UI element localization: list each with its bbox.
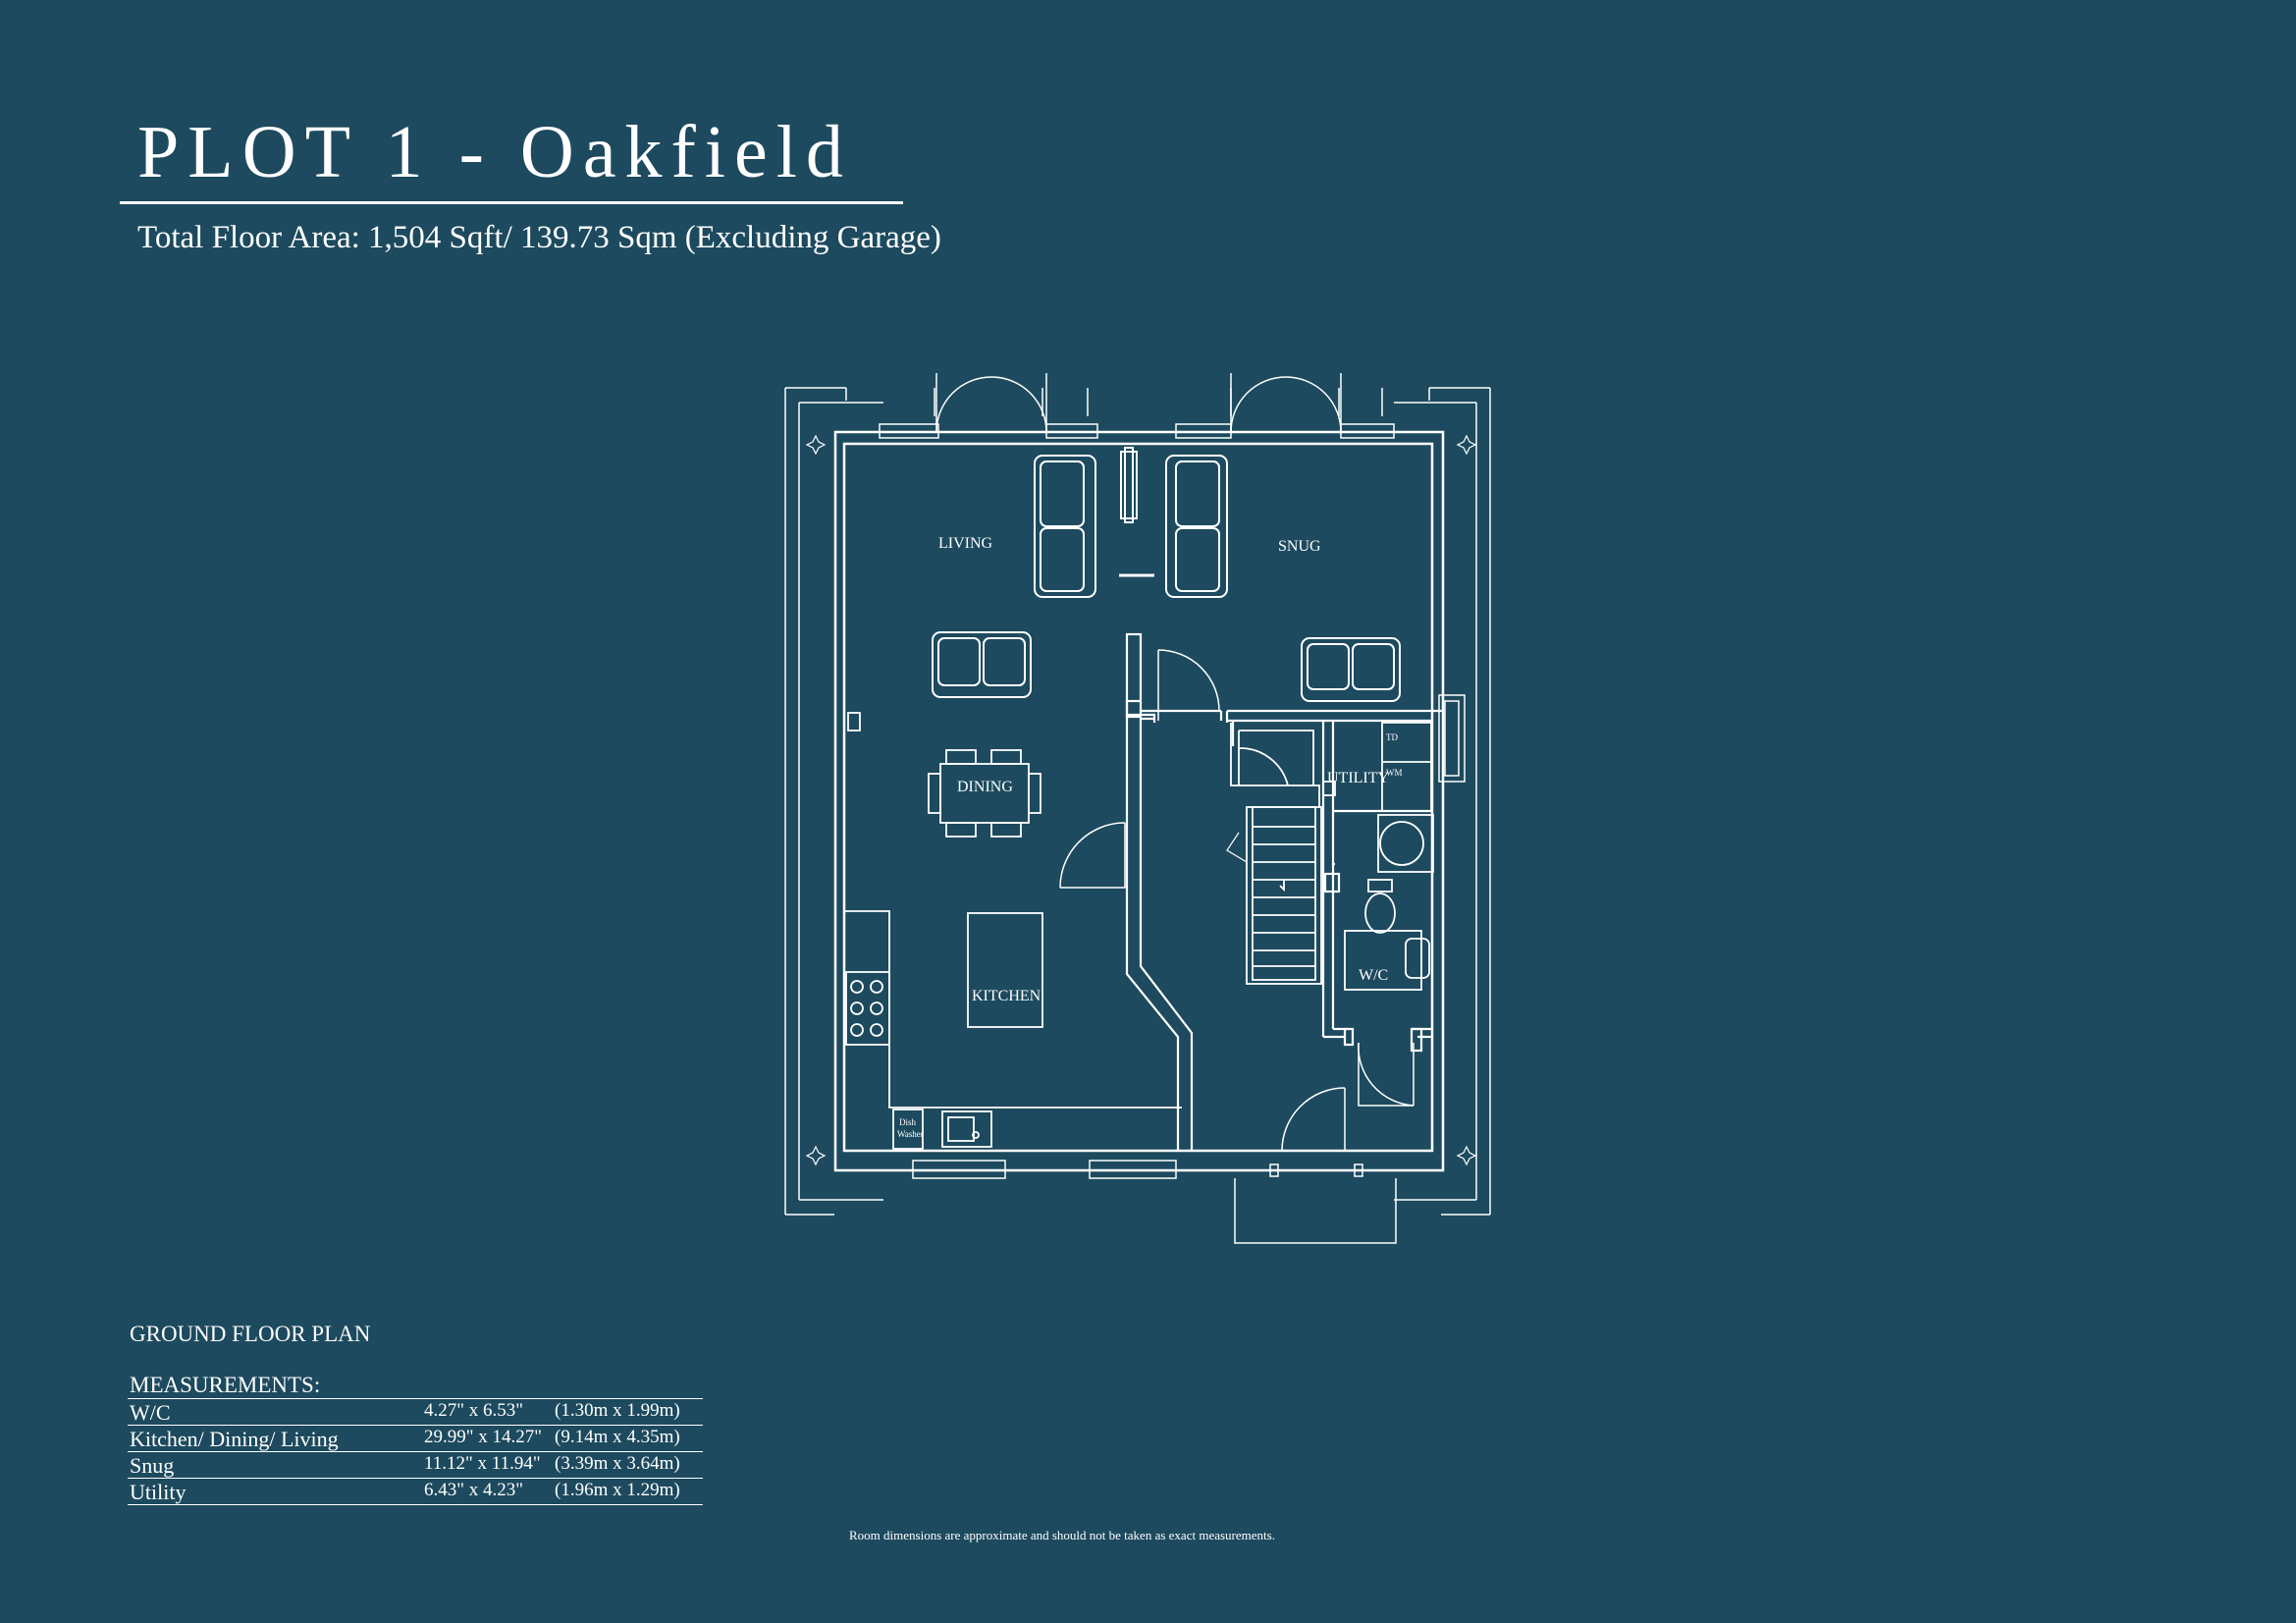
appliance-label-dish: Dish — [899, 1117, 917, 1127]
room-label-kitchen: KITCHEN — [972, 988, 1041, 1004]
sofa-living-top — [1034, 455, 1096, 598]
measurement-room: W/C — [130, 1400, 171, 1425]
room-label-utility: UTILITY — [1327, 770, 1390, 786]
measurement-metric: (1.96m x 1.29m) — [555, 1480, 680, 1500]
measurement-room: Utility — [130, 1480, 187, 1504]
disclaimer-text: Room dimensions are approximate and shou… — [849, 1528, 1275, 1542]
measurement-metric: (9.14m x 4.35m) — [555, 1427, 680, 1447]
dining-table — [928, 749, 1041, 838]
measurement-imperial: 6.43" x 4.23" — [424, 1480, 524, 1500]
page-title: PLOT 1 - Oakfield — [137, 111, 852, 193]
room-label-snug: SNUG — [1278, 538, 1321, 555]
appliance-label-wm: WM — [1386, 768, 1403, 778]
kitchen-door — [1059, 822, 1126, 889]
kitchen-units — [844, 712, 1182, 1150]
floor-area-text: Total Floor Area: 1,504 Sqft/ 139.73 Sqm… — [137, 220, 941, 255]
dimension-guides — [784, 387, 1491, 1216]
rear-doors — [879, 373, 1395, 439]
measurement-row: Kitchen/ Dining/ Living 29.99" x 14.27" … — [128, 1425, 703, 1451]
wc-fixtures — [1344, 879, 1430, 991]
measurements-heading: MEASUREMENTS: — [130, 1373, 321, 1397]
front-windows — [912, 1160, 1397, 1244]
room-label-living: LIVING — [938, 535, 993, 552]
utility-appliances — [1322, 722, 1434, 873]
appliance-label-washer: Washer — [897, 1129, 924, 1139]
internal-walls — [1125, 632, 1443, 1151]
measurement-imperial: 11.12" x 11.94" — [424, 1453, 541, 1474]
wc-door — [1358, 1042, 1415, 1107]
sofa-living-bottom — [932, 631, 1032, 698]
measurement-room: Kitchen/ Dining/ Living — [130, 1427, 339, 1451]
measurement-room: Snug — [130, 1453, 175, 1478]
floor-label: GROUND FLOOR PLAN — [130, 1322, 371, 1346]
measurement-row: W/C 4.27" x 6.53" (1.30m x 1.99m) — [128, 1398, 703, 1425]
measurement-metric: (3.39m x 3.64m) — [555, 1453, 680, 1474]
external-walls — [833, 430, 1445, 1172]
front-door — [1281, 1087, 1346, 1152]
side-window — [1438, 694, 1466, 783]
staircase — [1226, 723, 1322, 985]
sofa-snug-bottom — [1301, 637, 1401, 702]
measurements-table: W/C 4.27" x 6.53" (1.30m x 1.99m) Kitche… — [128, 1398, 703, 1505]
room-label-wc: W/C — [1359, 967, 1388, 984]
hall-door — [1157, 649, 1220, 721]
fireplace-divider — [1119, 447, 1154, 577]
measurement-imperial: 4.27" x 6.53" — [424, 1400, 524, 1421]
measurement-imperial: 29.99" x 14.27" — [424, 1427, 543, 1447]
corner-markers — [805, 434, 1477, 1166]
room-label-dining: DINING — [957, 779, 1013, 795]
appliance-label-td: TD — [1386, 732, 1398, 742]
title-underline — [120, 201, 903, 204]
measurement-row: Snug 11.12" x 11.94" (3.39m x 3.64m) — [128, 1451, 703, 1478]
sofa-snug-top — [1165, 455, 1228, 598]
measurement-row: Utility 6.43" x 4.23" (1.96m x 1.29m) — [128, 1478, 703, 1505]
measurement-metric: (1.30m x 1.99m) — [555, 1400, 680, 1421]
